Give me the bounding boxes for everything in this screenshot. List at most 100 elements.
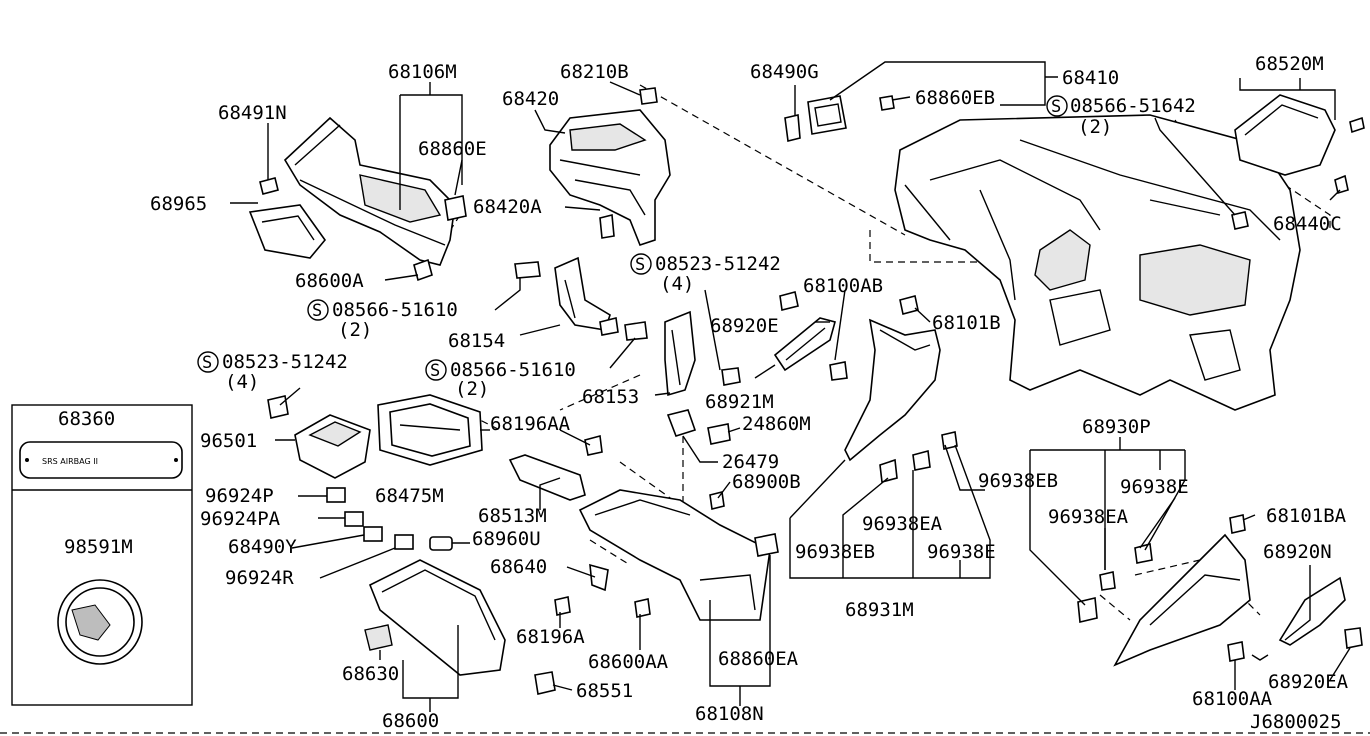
label-68630: 68630 — [342, 663, 399, 685]
label-68920N: 68920N — [1263, 541, 1332, 563]
label-68965: 68965 — [150, 193, 207, 215]
label-68490G: 68490G — [750, 61, 819, 83]
label-96938EB: 96938EB — [795, 541, 875, 563]
label-68930P: 68930P — [1082, 416, 1151, 438]
label-qty-4: (4) — [660, 273, 694, 295]
label-68210B: 68210B — [560, 61, 629, 83]
cover-68920E — [773, 291, 836, 372]
bracket-68513M — [508, 434, 603, 501]
label-68420A: 68420A — [473, 196, 542, 218]
label-68520M: 68520M — [1255, 53, 1324, 75]
cover-68920N — [1278, 576, 1363, 649]
label-68600AA: 68600AA — [588, 651, 669, 673]
bracket-68153 — [624, 310, 741, 397]
label-68101BA: 68101BA — [1266, 505, 1347, 527]
side-panel-68931M — [829, 295, 958, 484]
label-qty-2: (2) — [455, 378, 489, 400]
label-08523-51242: 08523-51242 — [655, 253, 781, 275]
label-96938EA: 96938EA — [1048, 506, 1129, 528]
bracket-68154 — [514, 256, 619, 336]
instrument-panel-68410 — [894, 114, 1301, 411]
label-68900B: 68900B — [732, 471, 801, 493]
s-symbol-icon — [1046, 95, 1068, 117]
label-68420: 68420 — [502, 88, 559, 110]
label-96924P: 96924P — [205, 485, 274, 507]
label-96938EB: 96938EB — [978, 470, 1058, 492]
label-68860EB: 68860EB — [915, 87, 995, 109]
lid-68106M — [248, 116, 467, 282]
label-08566-51610: 08566-51610 — [450, 359, 576, 381]
label-68101B: 68101B — [932, 312, 1001, 334]
label-68360: 68360 — [58, 408, 115, 430]
label-68491N: 68491N — [218, 102, 287, 124]
switch-96501 — [267, 395, 371, 479]
label-box — [11, 404, 193, 706]
connectors-26479 — [666, 409, 731, 445]
lower-panel-68108N — [578, 489, 779, 621]
glove-box-68600 — [364, 559, 556, 695]
label-68154: 68154 — [448, 330, 505, 352]
s-symbols: S S S S S — [197, 95, 1068, 381]
s-symbol-icon — [197, 351, 219, 373]
label-qty-2: (2) — [338, 319, 372, 341]
s-symbol-icon — [307, 299, 329, 321]
label-08566-51642: 08566-51642 — [1070, 95, 1196, 117]
label-68600A: 68600A — [295, 270, 364, 292]
fasteners-lower — [554, 563, 651, 618]
label-qty-2: (2) — [1078, 116, 1112, 138]
s-symbol-icon: S — [202, 353, 212, 373]
label-08566-51610: 08566-51610 — [332, 299, 458, 321]
bracket-68490G — [784, 95, 895, 142]
label-26479: 26479 — [722, 451, 779, 473]
label-68860E: 68860E — [418, 138, 487, 160]
label-68196AA: 68196AA — [490, 413, 571, 435]
label-68600: 68600 — [382, 710, 439, 732]
label-68960U: 68960U — [472, 528, 541, 550]
label-68475M: 68475M — [375, 485, 444, 507]
airbag-label-text: SRS AIRBAG II — [42, 457, 98, 466]
label-24860M: 24860M — [742, 413, 811, 435]
label-96938E: 96938E — [1120, 476, 1189, 498]
label-68640: 68640 — [490, 556, 547, 578]
s-symbol-icon: S — [312, 301, 322, 321]
s-symbol-icon: S — [1051, 97, 1061, 117]
label-68931M: 68931M — [845, 599, 914, 621]
label-68920EA: 68920EA — [1268, 671, 1349, 693]
label-68153: 68153 — [582, 386, 639, 408]
lid-68520M — [1231, 94, 1365, 230]
side-panel-68930P — [1077, 514, 1251, 667]
label-96924R: 96924R — [225, 567, 294, 589]
label-qty-4: (4) — [225, 371, 259, 393]
label-68100AA: 68100AA — [1192, 688, 1273, 710]
label-96938E: 96938E — [927, 541, 996, 563]
label-96501: 96501 — [200, 430, 257, 452]
label-68490Y: 68490Y — [228, 536, 297, 558]
leader-lines — [230, 61, 1351, 712]
label-68920E: 68920E — [710, 315, 779, 337]
label-96938EA: 96938EA — [862, 513, 943, 535]
label-68551: 68551 — [576, 680, 633, 702]
label-96924PA: 96924PA — [200, 508, 281, 530]
label-08523-51242: 08523-51242 — [222, 351, 348, 373]
s-symbol-icon — [425, 359, 447, 381]
diagram-code: J6800025 — [1250, 711, 1342, 733]
part-labels: 68106M 68210B 68490G 68410 68520M 68491N… — [42, 53, 1349, 733]
s-symbol-icon — [630, 253, 652, 275]
label-68513M: 68513M — [478, 505, 547, 527]
s-symbol-icon: S — [635, 255, 645, 275]
label-98591M: 98591M — [64, 536, 133, 558]
label-68100AB: 68100AB — [803, 275, 883, 297]
label-68196A: 68196A — [516, 626, 585, 648]
finisher-68420 — [549, 87, 671, 246]
s-symbol-icon: S — [430, 361, 440, 381]
pocket-68475M — [377, 394, 483, 466]
clips-96924 — [326, 487, 453, 551]
label-68106M: 68106M — [388, 61, 457, 83]
label-68440C: 68440C — [1273, 213, 1342, 235]
label-68410: 68410 — [1062, 67, 1119, 89]
label-68860EA: 68860EA — [718, 648, 799, 670]
label-68108N: 68108N — [695, 703, 764, 725]
label-68921M: 68921M — [705, 391, 774, 413]
